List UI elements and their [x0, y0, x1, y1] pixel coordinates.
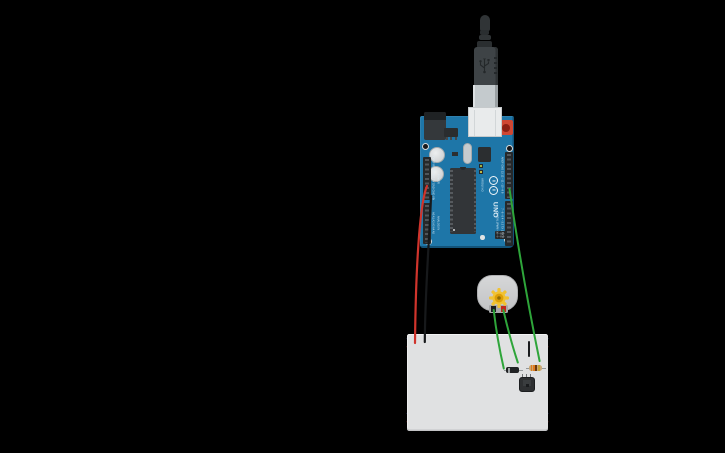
regulator-leg	[454, 137, 457, 140]
diode-cathode-stripe	[507, 368, 510, 373]
wire-black-gnd[interactable]	[423, 194, 433, 344]
mounting-hole	[422, 143, 429, 150]
usb-trident-icon	[479, 58, 490, 74]
wire-green-signal[interactable]	[508, 188, 541, 362]
transistor-pin	[521, 373, 524, 378]
motor-terminal-negative[interactable]	[490, 306, 496, 312]
usb-plug-body[interactable]	[474, 47, 498, 86]
diode[interactable]	[506, 367, 519, 374]
transistor[interactable]	[519, 377, 535, 392]
usb-cable-ridge	[480, 30, 489, 35]
transistor-pin	[529, 373, 532, 378]
voltage-regulator	[444, 128, 458, 137]
resistor-band-3	[535, 365, 537, 372]
usb-cable-strain-relief	[479, 15, 490, 31]
motor-terminal-block	[488, 305, 508, 313]
digital-header-upper[interactable]	[505, 152, 513, 199]
transistor-center-dot	[525, 383, 529, 388]
transistor-pin	[525, 373, 528, 378]
regulator-leg	[450, 137, 452, 140]
mounting-hole	[506, 145, 513, 152]
arduino-uno-board[interactable]: ARDUINO UNO POWER ANALOG IN DIGITAL (PWM…	[420, 112, 514, 248]
resistor-band-4	[537, 365, 540, 372]
regulator-leg	[445, 137, 448, 140]
crystal-oscillator	[463, 143, 472, 164]
resistor-band-2	[533, 365, 535, 372]
wire-green-motor-2[interactable]	[502, 309, 519, 364]
smd-component	[452, 152, 458, 156]
tx-led	[479, 164, 483, 168]
power-header[interactable]	[423, 157, 431, 200]
arduino-logo-icon	[489, 176, 498, 185]
icsp-header[interactable]	[495, 231, 506, 239]
usb-interface-chip	[478, 147, 491, 162]
motor-gear-icon	[489, 288, 509, 308]
transistor-top-face	[522, 380, 531, 387]
resistor-330ohm[interactable]	[528, 365, 542, 372]
usb-plug-shield	[473, 85, 498, 108]
arduino-logo-icon	[489, 185, 498, 195]
wire-green-motor-1[interactable]	[492, 309, 505, 370]
usb-plug-groove	[494, 62, 497, 64]
analog-header[interactable]	[423, 203, 431, 244]
usb-cable-ridge	[477, 40, 492, 48]
atmega328-chip	[450, 167, 476, 234]
usb-plug-groove	[494, 72, 497, 74]
resistor-band-1	[530, 365, 533, 372]
usb-cable-ridge	[478, 35, 491, 40]
digital-header-lower[interactable]	[505, 201, 513, 246]
jumper-wire-black[interactable]	[527, 340, 530, 358]
wire-red-5v[interactable]	[413, 184, 429, 345]
usb-plug-groove	[494, 67, 497, 69]
silkscreen-dot	[480, 235, 485, 240]
usb-socket	[468, 107, 502, 137]
usb-plug-groove	[494, 57, 497, 59]
barrel-jack	[424, 112, 446, 140]
capacitor	[429, 147, 445, 163]
rx-led	[479, 170, 483, 174]
